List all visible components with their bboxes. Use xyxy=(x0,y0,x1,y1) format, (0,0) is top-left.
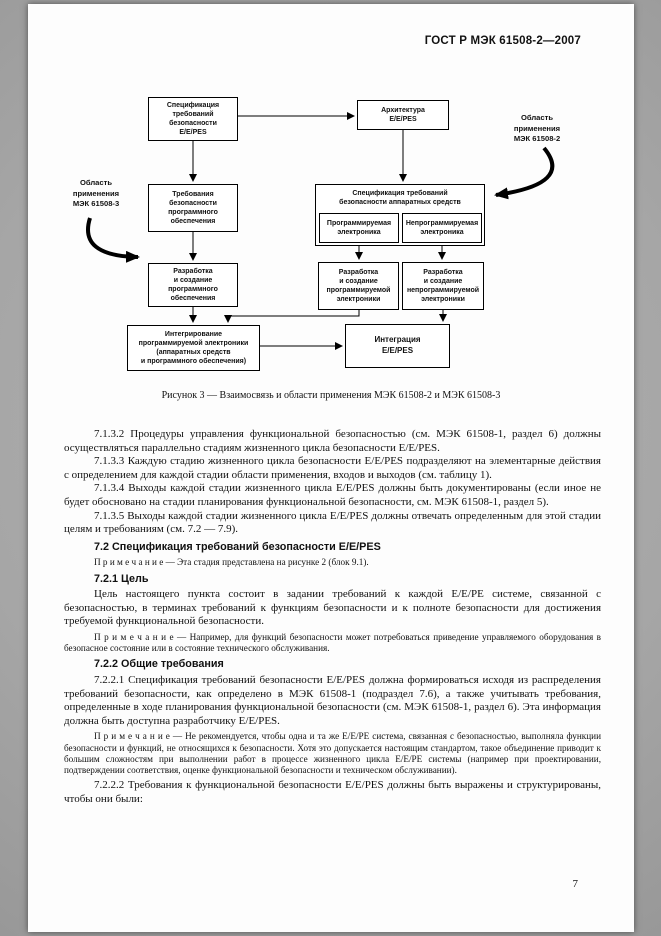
paragraph-721-goal: Цель настоящего пункта состоит в задании… xyxy=(64,588,601,628)
paragraph-7132: 7.1.3.2 Процедуры управления функциональ… xyxy=(64,428,601,454)
section-heading-721: 7.2.1 Цель xyxy=(94,572,149,585)
paragraph-7221: 7.2.2.1 Спецификация требований безопасн… xyxy=(64,673,601,727)
document-header: ГОСТ Р МЭК 61508-2—2007 xyxy=(424,35,581,47)
box-software-safety-requirements: Требования безопасности программного обе… xyxy=(148,184,238,232)
box-epes-integration: Интеграция E/E/PES xyxy=(345,324,450,368)
paragraph-7134: 7.1.3.4 Выходы каждой стадии жизненного … xyxy=(64,482,601,508)
box-npe-development: Разработка и создание непрограммируемой … xyxy=(402,262,484,310)
label-scope-iec61508-2: Область применения МЭК 61508-2 xyxy=(513,113,561,144)
box-programmable-electronics: Программируемая электроника xyxy=(319,213,399,243)
note-2: П р и м е ч а н и е — Например, для функ… xyxy=(64,631,601,654)
paragraph-7133: 7.1.3.3 Каждую стадию жизненного цикла б… xyxy=(64,455,601,481)
box-architecture-epes: Архитектура E/E/PES xyxy=(357,100,449,130)
label-hardware-safety-spec: Спецификация требований безопасности апп… xyxy=(317,186,483,210)
box-non-programmable-electronics: Непрограммируемая электроника xyxy=(402,213,482,243)
section-heading-722: 7.2.2 Общие требования xyxy=(94,658,224,671)
page-number: 7 xyxy=(572,878,579,890)
document-page: ГОСТ Р МЭК 61508-2—2007 xyxy=(28,4,634,932)
box-pe-integration: Интегрирование программируемой электрони… xyxy=(127,325,260,371)
box-pe-development: Разработка и создание программируемой эл… xyxy=(318,262,399,310)
figure-caption: Рисунок 3 — Взаимосвязь и области примен… xyxy=(161,390,501,401)
section-heading-72: 7.2 Спецификация требований безопасности… xyxy=(94,540,381,553)
flowchart-arrows xyxy=(86,112,555,350)
label-scope-iec61508-3: Область применения МЭК 61508-3 xyxy=(72,178,120,209)
document-text: 7.1.3.2 Процедуры управления функциональ… xyxy=(64,428,601,806)
box-software-development: Разработка и создание программного обесп… xyxy=(148,263,238,307)
note-1: П р и м е ч а н и е — Эта стадия предста… xyxy=(94,557,369,568)
box-spec-requirements-epes: Спецификация требований безопасности E/E… xyxy=(148,97,238,141)
note-3: П р и м е ч а н и е — Не рекомендуется, … xyxy=(64,731,601,775)
figure-3: Спецификация требований безопасности E/E… xyxy=(28,4,634,416)
paragraph-7135: 7.1.3.5 Выходы каждой стадии жизненного … xyxy=(64,509,601,536)
paragraph-7222: 7.2.2.2 Требования к функциональной безо… xyxy=(64,779,601,805)
